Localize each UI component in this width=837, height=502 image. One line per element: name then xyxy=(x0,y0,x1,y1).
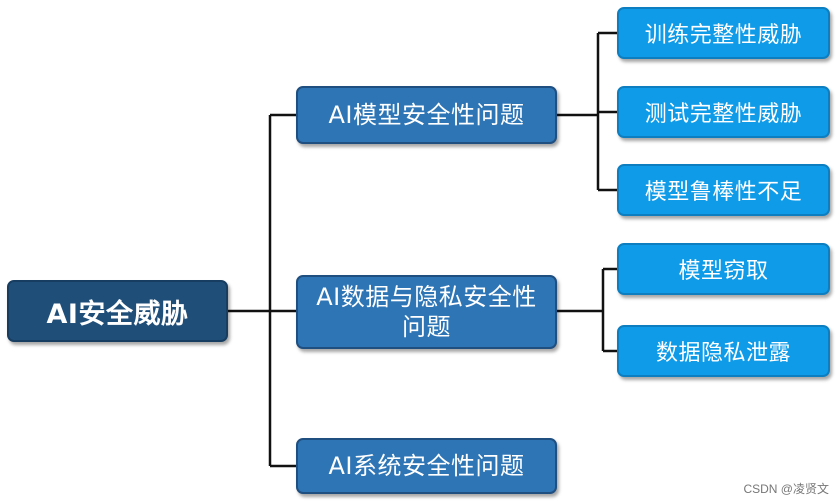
branch-node-model-security: AI模型安全性问题 xyxy=(296,86,557,144)
branch-label: AI模型安全性问题 xyxy=(328,101,525,129)
leaf-node-model-robustness: 模型鲁棒性不足 xyxy=(617,164,830,216)
leaf-node-data-privacy-leak: 数据隐私泄露 xyxy=(617,325,830,377)
leaf-label: 数据隐私泄露 xyxy=(655,341,791,366)
branch-node-data-privacy: AI数据与隐私安全性问题 xyxy=(296,275,557,349)
branch-label: AI系统安全性问题 xyxy=(328,452,525,480)
leaf-label: 测试完整性威胁 xyxy=(644,102,803,127)
root-node: AI安全威胁 xyxy=(7,280,228,342)
leaf-label: 模型鲁棒性不足 xyxy=(644,180,803,205)
leaf-label: 训练完整性威胁 xyxy=(644,23,803,48)
leaf-node-model-stealing: 模型窃取 xyxy=(617,243,830,295)
leaf-node-testing-integrity: 测试完整性威胁 xyxy=(617,86,830,138)
leaf-node-training-integrity: 训练完整性威胁 xyxy=(617,7,830,59)
branch-label: AI数据与隐私安全性问题 xyxy=(316,283,537,341)
watermark-text: CSDN @凌贤文 xyxy=(743,482,829,496)
branch-node-system-security: AI系统安全性问题 xyxy=(296,438,557,494)
leaf-label: 模型窃取 xyxy=(678,259,769,284)
root-label: AI安全威胁 xyxy=(46,298,189,330)
